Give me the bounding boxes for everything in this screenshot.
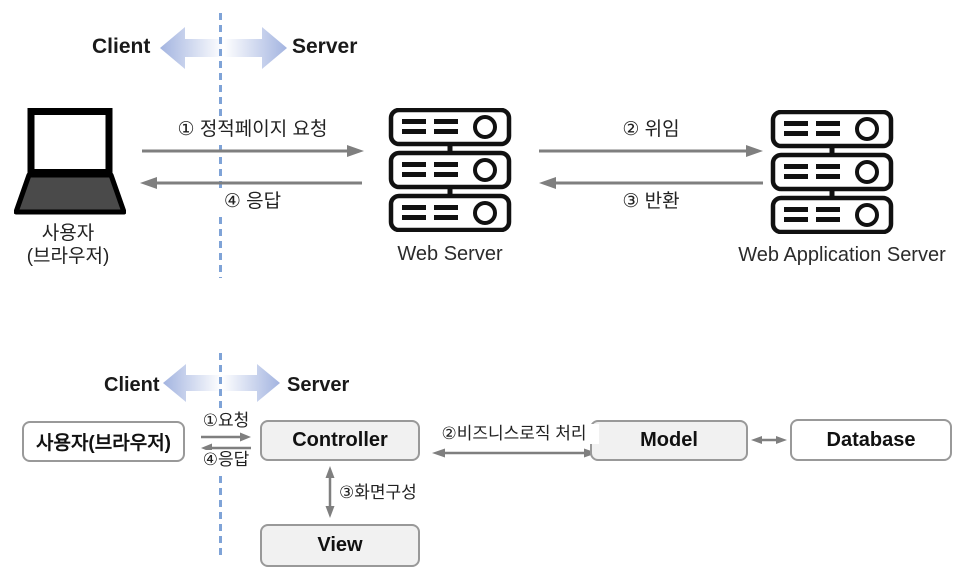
user-label-line1: 사용자 — [41, 223, 95, 244]
screen-composition-label: ③화면구성 — [337, 483, 419, 504]
static-page-request-label: ① 정적페이지 요청 — [140, 119, 365, 142]
model-database-arrow — [751, 436, 787, 444]
delegate-arrow — [539, 145, 763, 157]
user-browser-box-label: 사용자(브라우저) — [35, 433, 171, 454]
user-browser-label: 사용자 (브라우저) — [8, 222, 128, 268]
model-box-label: Model — [640, 429, 698, 451]
request-arrow-bottom — [201, 432, 251, 442]
business-logic-label: ②비즈니스로직 처리 — [429, 424, 599, 445]
client-server-divider-bottom-upper — [219, 353, 222, 412]
client-label-bottom: Client — [104, 374, 160, 396]
web-server-label: Web Server — [397, 243, 503, 265]
controller-box: Controller — [260, 420, 420, 461]
return-arrow — [539, 177, 763, 189]
client-label-top: Client — [92, 35, 151, 58]
web-application-server-label: Web Application Server — [738, 244, 946, 266]
response-arrow-top — [140, 177, 362, 189]
laptop-icon — [14, 108, 126, 215]
database-box-label: Database — [826, 428, 916, 451]
client-server-double-arrow-icon — [160, 27, 287, 69]
database-box: Database — [790, 419, 952, 461]
client-server-divider-top — [219, 13, 222, 278]
web-server-icon — [388, 108, 512, 232]
delegate-label: ② 위임 — [539, 119, 763, 142]
server-label-bottom: Server — [287, 374, 350, 396]
response-label-top: ④ 응답 — [140, 191, 365, 214]
static-page-request-arrow — [142, 145, 364, 157]
model-box: Model — [590, 420, 748, 461]
view-box-label: View — [317, 534, 363, 556]
web-application-server-icon — [770, 110, 894, 234]
business-logic-arrow — [432, 448, 597, 458]
client-server-divider-bottom-lower — [219, 476, 222, 560]
request-label-bottom: ①요청 — [198, 411, 254, 432]
user-label-line2: (브라우저) — [26, 246, 110, 267]
response-label-bottom: ④응답 — [198, 450, 254, 471]
controller-view-arrow — [325, 466, 335, 518]
server-label-top: Server — [292, 35, 358, 58]
controller-box-label: Controller — [292, 429, 388, 451]
user-browser-box: 사용자(브라우저) — [22, 421, 185, 462]
return-label: ③ 반환 — [539, 191, 763, 214]
view-box: View — [260, 524, 420, 567]
